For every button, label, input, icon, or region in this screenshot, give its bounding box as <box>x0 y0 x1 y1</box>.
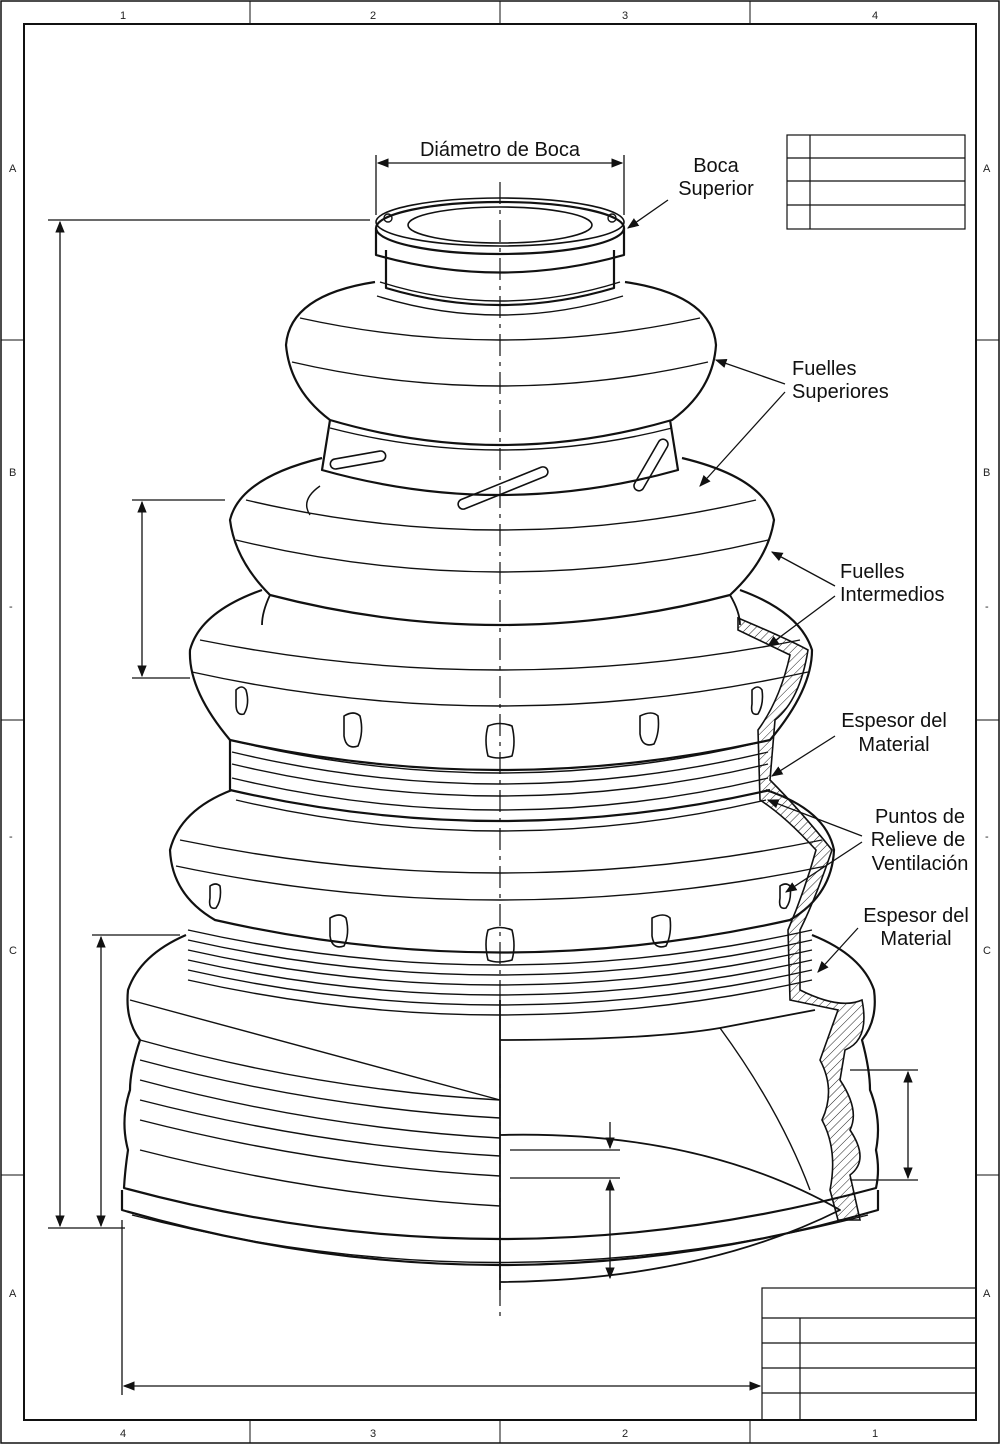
title-block <box>761 1287 977 1421</box>
zone-left-a: A <box>9 163 17 175</box>
annotations: Diámetro de Boca Boca Superior Fuelles S… <box>420 139 969 950</box>
zone-left-a2: A <box>9 1288 17 1300</box>
label-upper-bellows-1: Fuelles <box>792 358 856 380</box>
revision-table <box>786 134 966 230</box>
zone-bottom-1: 1 <box>872 1428 878 1440</box>
zone-right-a2: A <box>983 1288 991 1300</box>
leader-lines <box>627 199 863 973</box>
zone-top-4: 4 <box>872 10 878 22</box>
label-middle-bellows-1: Fuelles <box>840 561 904 583</box>
label-middle-bellows-2: Intermedios <box>840 584 945 606</box>
zone-right-dash2: - <box>985 831 989 843</box>
zone-right-a: A <box>983 163 991 175</box>
zone-right-b: B <box>983 467 990 479</box>
cv-boot-body <box>120 197 880 1290</box>
label-vent-points-1: Puntos de <box>875 806 965 828</box>
label-upper-mouth-2: Superior <box>678 178 754 200</box>
zone-bottom-4: 4 <box>120 1428 126 1440</box>
zone-top-3: 3 <box>622 10 628 22</box>
section-wall <box>737 616 865 1221</box>
zone-left-c: C <box>9 945 17 957</box>
label-vent-points-3: Ventilación <box>872 853 969 875</box>
zone-markers: 1 2 3 4 4 3 2 1 A B - - C A A B - - C A <box>9 10 991 1440</box>
zone-top-2: 2 <box>370 10 376 22</box>
zone-left-b: B <box>9 467 16 479</box>
label-thickness-1-b: Material <box>858 734 929 756</box>
zone-left-dash1: - <box>9 601 13 613</box>
label-upper-mouth-1: Boca <box>693 155 739 177</box>
zone-left-dash2: - <box>9 831 13 843</box>
dimension-lines <box>48 155 918 1395</box>
zone-bottom-3: 3 <box>370 1428 376 1440</box>
label-thickness-1-a: Espesor del <box>841 710 947 732</box>
zone-right-dash1: - <box>985 601 989 613</box>
zone-right-c: C <box>983 945 991 957</box>
label-vent-points-2: Relieve de <box>871 829 966 851</box>
label-mouth-diameter: Diámetro de Boca <box>420 139 581 161</box>
zone-bottom-2: 2 <box>622 1428 628 1440</box>
label-thickness-2-a: Espesor del <box>863 905 969 927</box>
label-upper-bellows-2: Superiores <box>792 381 889 403</box>
zone-top-1: 1 <box>120 10 126 22</box>
label-thickness-2-b: Material <box>880 928 951 950</box>
